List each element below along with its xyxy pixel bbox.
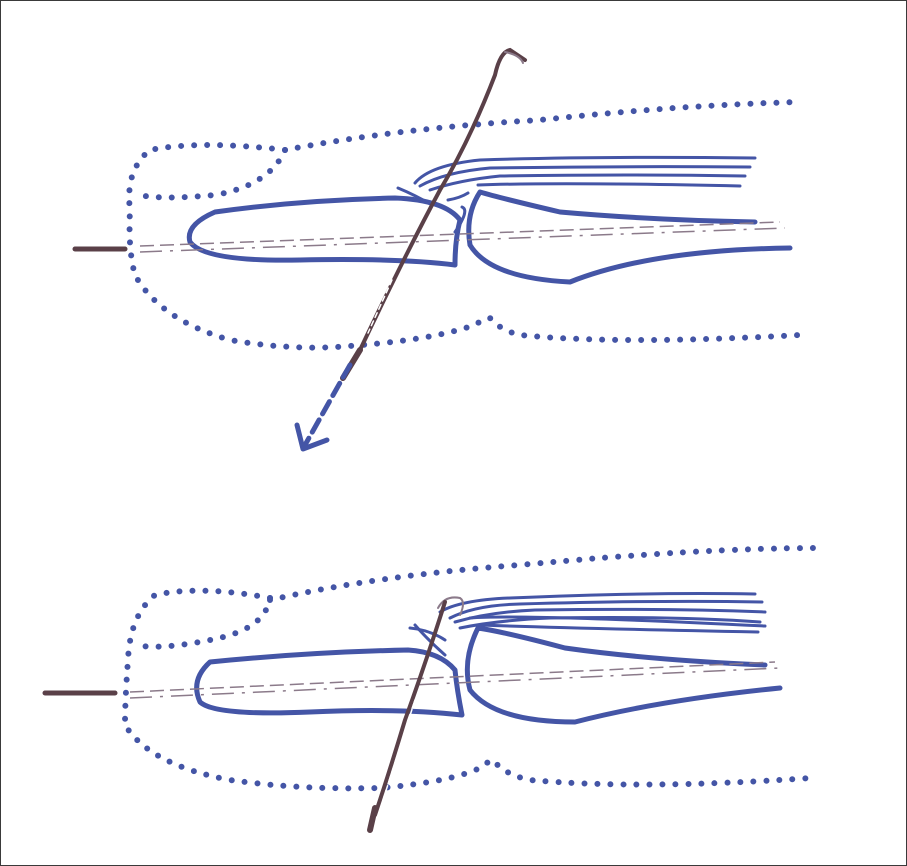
arrow-down-left-icon <box>297 365 350 449</box>
finger-after-wire-insertion <box>45 548 820 830</box>
finger-skin-outline <box>129 102 800 348</box>
finger-skin-outline <box>125 548 820 788</box>
finger-before-wire-insertion <box>75 50 800 378</box>
axis-line <box>140 222 785 252</box>
oblique-k-wire <box>343 50 525 378</box>
distal-phalanx <box>197 650 462 715</box>
middle-phalanx <box>469 192 790 282</box>
